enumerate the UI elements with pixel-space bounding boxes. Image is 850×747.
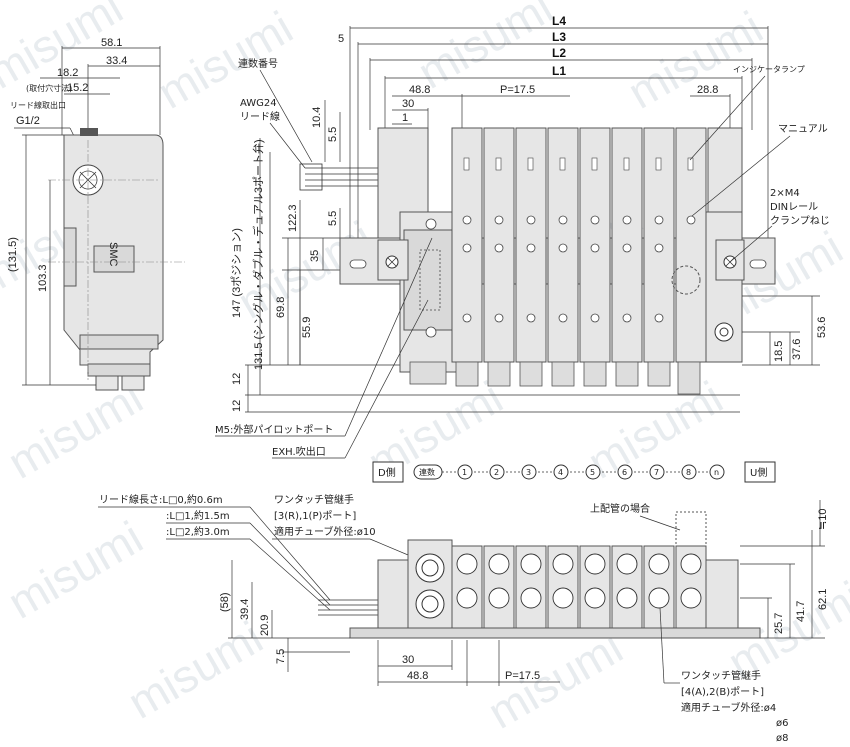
din-rail-label: DINレール [770,202,818,213]
dim-15-2: 15.2 [67,82,88,94]
station-2: 2 [494,468,499,477]
fitting2-tube-6: ø6 [776,718,788,729]
dim-18-5: 18.5 [773,341,785,362]
station-7: 7 [654,468,659,477]
watermark-text: misumi [119,611,271,729]
lead-wire-outlet-label: リード線取出口 [10,100,66,110]
station-8: 8 [686,468,691,477]
dim-58-1: 58.1 [101,37,122,49]
dim-10-approx: ≒10 [817,509,829,530]
clamp-screw-label: クランプねじ [770,215,830,227]
station-3: 3 [526,468,531,477]
station-5: 5 [590,468,595,477]
lead-length-2: :L□1,約1.5m [166,509,230,522]
dim-53-6: 53.6 [816,317,828,338]
station-number-label: 連数番号 [238,57,278,70]
lead-wire-label: リード線 [240,110,280,123]
dim-28-8: 28.8 [697,84,718,96]
dim-147-label: 147 (3ポジション) [230,228,243,318]
dim-12-a: 12 [231,373,243,385]
dim-25-7: 25.7 [773,613,785,634]
dim-7-5: 7.5 [275,649,287,664]
m5-pilot-label: M5:外部パイロットポート [215,423,333,436]
dim-l2: L2 [552,46,566,60]
watermark-text: misumi [409,0,561,99]
smc-brand: SMC [107,242,119,267]
dim-30-bottom: 30 [402,654,414,666]
station-6: 6 [622,468,627,477]
dim-l4: L4 [552,14,566,28]
indicator-lamp-label: インジケータランプ [733,65,805,74]
lead-length-title: リード線長さ:L□0,約0.6m [99,493,223,506]
station-n: n [714,468,719,477]
front-view: L4 L3 L2 L1 5 48.8 30 P=17.5 28.8 1 連数番号… [215,14,830,459]
dim-103-3: 103.3 [37,264,49,292]
station-4: 4 [558,468,563,477]
u-side-label: U側 [750,466,767,479]
m4-label: 2×M4 [770,188,800,199]
dim-131-5-label: 131.5 (シングル・ダブル・デュアル3ポート弁) [251,139,265,370]
manual-label: マニュアル [778,124,828,135]
dim-58-paren: (58) [219,592,231,612]
awg24-label: AWG24 [240,98,277,109]
dim-131-5-paren: (131.5) [7,237,19,272]
dim-20-9: 20.9 [259,615,271,636]
dim-39-4: 39.4 [239,599,251,620]
dim-69-8: 69.8 [275,297,287,318]
dim-pitch-top: P=17.5 [500,84,535,96]
dim-62-1: 62.1 [817,589,829,610]
dim-35: 35 [309,250,321,262]
fitting2-tube-8: ø8 [776,733,788,744]
exh-label: EXH.吹出口 [272,445,326,458]
fitting2-ports: [4(A),2(B)ポート] [681,686,764,698]
bottom-view: リード線長さ:L□0,約0.6m :L□1,約1.5m :L□2,約3.0m ワ… [98,493,829,744]
station-row: D側 連数 1 2 3 4 5 6 7 8 n U側 [372,461,776,483]
dim-10-4: 10.4 [311,107,323,128]
dim-l3: L3 [552,30,566,44]
dim-48-8-top: 48.8 [409,84,430,96]
dim-33-4: 33.4 [106,55,127,67]
fitting2-tube: 適用チューブ外径:ø4 [681,701,776,714]
mounting-hole-label: (取付穴寸法) [26,83,72,93]
fitting-title: ワンタッチ管継手 [274,493,354,506]
dim-5-5-lower: 5.5 [327,211,339,226]
dim-1: 1 [402,112,408,124]
watermark-text: misumi [0,511,151,629]
dim-5: 5 [338,33,344,45]
dim-12-b: 12 [231,400,243,412]
dim-18-2: 18.2 [57,67,78,79]
dim-5-5-upper: 5.5 [327,127,339,142]
dim-pitch-bottom: P=17.5 [505,670,540,682]
fitting-tube: 適用チューブ外径:ø10 [274,525,376,538]
station-1: 1 [462,468,467,477]
g-thread-label: G1/2 [16,115,40,127]
dim-122-3: 122.3 [287,204,299,232]
lead-length-3: :L□2,約3.0m [166,525,230,538]
dim-l1: L1 [552,64,566,78]
dim-48-8-bottom: 48.8 [407,670,428,682]
dim-30-top: 30 [402,98,414,110]
side-view: 58.1 33.4 18.2 (取付穴寸法) 15.2 リード線取出口 G1/2… [7,37,185,391]
d-side-label: D側 [378,466,396,479]
dim-41-7: 41.7 [795,601,807,622]
fitting-ports: [3(R),1(P)ポート] [274,510,356,522]
dim-37-6: 37.6 [791,339,803,360]
dim-55-9: 55.9 [301,317,313,338]
upper-piping-label: 上配管の場合 [590,502,650,515]
watermark-text: misumi [149,1,301,119]
station-start-label: 連数 [419,467,435,477]
fitting2-title: ワンタッチ管継手 [681,669,761,682]
